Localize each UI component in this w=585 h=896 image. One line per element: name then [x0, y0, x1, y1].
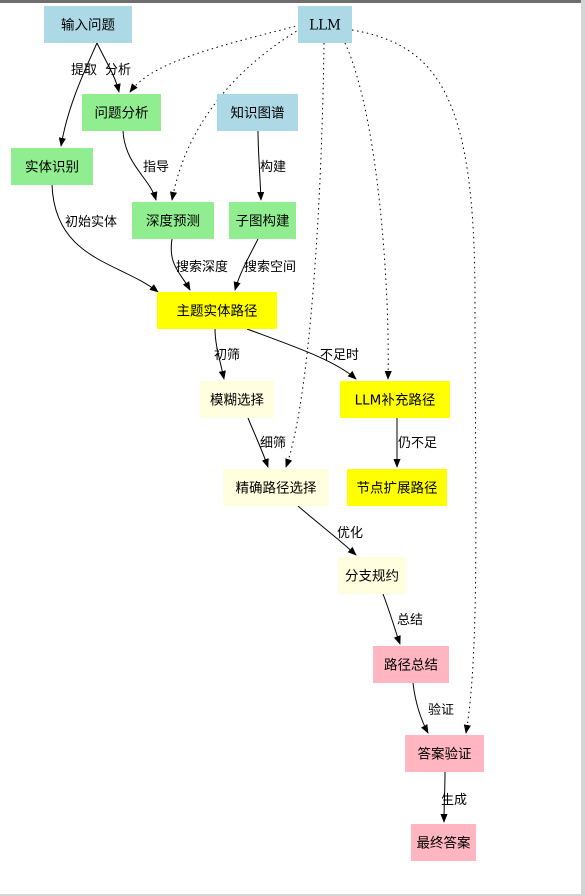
edges-layer: [51, 23, 477, 823]
edge-depth_prediction-to-topic_entity_paths: [170, 238, 191, 291]
node-box: [229, 202, 296, 239]
node-llm-supplement-paths[interactable]: LLM补充路径: [340, 381, 450, 418]
node-box: [340, 381, 450, 418]
scrollbar-track[interactable]: [581, 0, 585, 896]
node-box: [132, 202, 214, 239]
node-input-question[interactable]: 输入问题: [44, 6, 132, 43]
node-label: 模糊选择: [210, 393, 264, 409]
window-top-border: [0, 0, 585, 3]
edge-label: 初始实体: [65, 215, 117, 230]
node-final-answer[interactable]: 最终答案: [411, 824, 476, 861]
node-label: 深度预测: [146, 214, 200, 230]
edge-label: 不足时: [320, 348, 359, 363]
window-bottom-border: [0, 894, 585, 896]
node-label: 分支规约: [345, 569, 399, 585]
edge-label: 指导: [143, 160, 169, 175]
edge-label: 初筛: [214, 348, 240, 363]
node-box: [82, 94, 161, 131]
node-label: 知识图谱: [231, 105, 285, 122]
edge-label: 优化: [337, 526, 363, 541]
edge-fuzzy_selection-to-precise_path_selection: [247, 417, 269, 468]
node-label: 问题分析: [95, 106, 149, 122]
node-box: [223, 469, 329, 506]
node-topic-entity-paths[interactable]: 主题实体路径: [157, 292, 277, 329]
node-label: 最终答案: [417, 835, 471, 852]
edge-topic_entity_paths-to-llm_supplement_paths: [246, 328, 357, 380]
node-branch-pruning[interactable]: 分支规约: [338, 557, 406, 594]
edge-question_analysis-to-depth_prediction: [122, 130, 158, 201]
edge-entity_recognition-to-topic_entity_paths: [51, 184, 159, 293]
node-box: [44, 6, 132, 43]
edge-precise_path_selection-to-branch_pruning: [297, 505, 357, 556]
node-depth-prediction[interactable]: 深度预测: [132, 202, 214, 239]
node-knowledge-graph[interactable]: 知识图谱: [217, 94, 298, 131]
node-llm[interactable]: LLM: [298, 6, 352, 43]
edge-label: 分析: [105, 63, 131, 78]
node-box: [405, 735, 484, 772]
node-box: [373, 646, 449, 683]
node-label: 子图构建: [236, 214, 290, 230]
node-box: [200, 381, 274, 418]
node-path-summary[interactable]: 路径总结: [373, 646, 449, 683]
edge-llm-to-precise_path_selection: [285, 42, 325, 468]
edge-label: 构建: [260, 160, 286, 175]
edge-path_summary-to-answer_verification: [412, 682, 429, 734]
node-entity-recognition[interactable]: 实体识别: [11, 148, 93, 185]
edge-branch_pruning-to-path_summary: [382, 593, 401, 645]
edge-input_question-to-question_analysis: [96, 42, 121, 93]
node-subgraph-construction[interactable]: 子图构建: [229, 202, 296, 239]
node-box: [347, 469, 447, 506]
node-label: 答案验证: [418, 746, 472, 763]
edge-label: 细筛: [260, 436, 286, 451]
edge-labels-layer: 提取分析指导 构建初始实体搜索深度 搜索空间初筛 不足时细筛 仍不足优化总结验证生成: [65, 62, 467, 808]
edge-input_question-to-entity_recognition: [58, 42, 98, 147]
node-box: [298, 6, 352, 43]
node-label: 主题实体路径: [177, 304, 258, 320]
edge-llm-to-question_analysis: [129, 23, 306, 93]
node-label: LLM补充路径: [355, 393, 436, 409]
edge-answer_verification-to-final_answer: [440, 771, 448, 823]
edge-label: 搜索深度: [176, 259, 228, 275]
node-fuzzy-selection[interactable]: 模糊选择: [200, 381, 274, 418]
node-precise-path-selection[interactable]: 精确路径选择: [223, 469, 329, 506]
node-box: [157, 292, 277, 329]
node-box: [338, 557, 406, 594]
edge-subgraph_construction-to-topic_entity_paths: [233, 238, 259, 291]
edge-label: 提取: [71, 62, 97, 78]
edge-label: 仍不足: [398, 436, 437, 451]
node-answer-verification[interactable]: 答案验证: [405, 735, 484, 772]
node-node-expansion-paths[interactable]: 节点扩展路径: [347, 469, 447, 506]
node-question-analysis[interactable]: 问题分析: [82, 94, 161, 131]
node-box: [411, 824, 476, 861]
node-box: [217, 94, 298, 131]
edge-label: 总结: [397, 613, 423, 628]
edge-llm-to-llm_supplement_paths: [344, 42, 392, 380]
node-label: 输入问题: [61, 18, 115, 34]
edge-label: 验证: [428, 702, 454, 718]
edge-label: 搜索空间: [244, 260, 296, 275]
node-label: 节点扩展路径: [357, 481, 438, 497]
node-box: [11, 148, 93, 185]
edge-label: 生成: [441, 793, 467, 808]
node-label: 路径总结: [384, 658, 438, 674]
edge-topic_entity_paths-to-fuzzy_selection: [214, 328, 226, 380]
node-label: 精确路径选择: [236, 481, 317, 497]
node-label: LLM: [309, 18, 341, 34]
node-label: 实体识别: [25, 160, 79, 176]
edge-knowledge_graph-to-subgraph_construction: [257, 130, 265, 201]
